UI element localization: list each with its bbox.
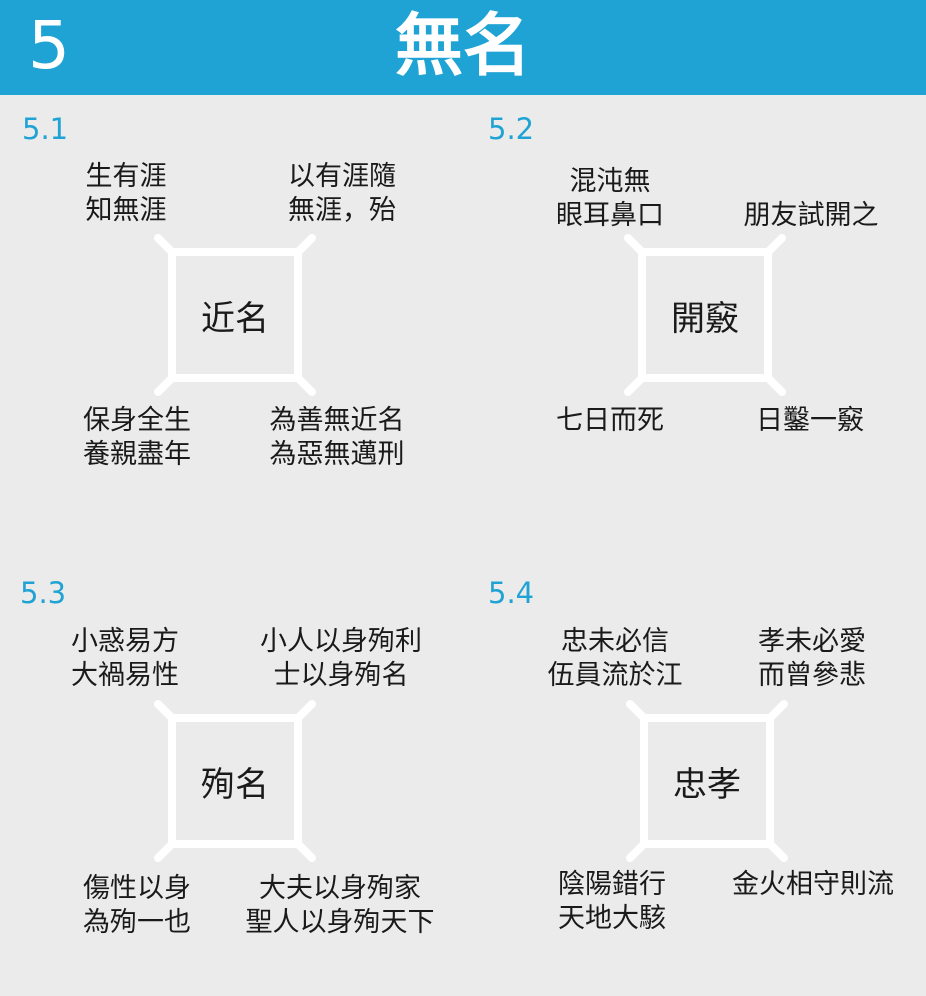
label-bottom-right: 日鑿一竅	[756, 405, 864, 436]
concept-frame: 忠孝	[624, 698, 790, 864]
label-top-left: 混沌無眼耳鼻口	[556, 166, 664, 231]
concept-frame: 殉名	[152, 698, 318, 864]
label-top-right: 孝未必愛而曾參悲	[758, 626, 866, 691]
label-bottom-left: 七日而死	[556, 405, 664, 436]
concept-center: 近名	[201, 298, 269, 339]
label-bottom-left: 陰陽錯行天地大駭	[558, 869, 666, 934]
label-top-right: 小人以身殉利士以身殉名	[260, 626, 422, 691]
label-top-left: 忠未必信伍員流於江	[547, 626, 683, 691]
label-top-left: 小惑易方大禍易性	[71, 626, 179, 691]
label-bottom-left: 保身全生養親盡年	[83, 405, 191, 470]
label-top-right: 朋友試開之	[743, 200, 879, 231]
concept-center: 殉名	[201, 764, 269, 805]
label-top-right: 以有涯隨無涯，殆	[288, 161, 396, 226]
label-bottom-right: 金火相守則流	[732, 869, 894, 900]
header-bar: 5 無名	[0, 0, 926, 95]
concept-center: 開竅	[671, 298, 739, 339]
section-number: 5.2	[488, 112, 535, 146]
label-top-left: 生有涯知無涯	[85, 161, 167, 226]
label-bottom-left: 傷性以身為殉一也	[83, 873, 191, 938]
chapter-number: 5	[28, 7, 70, 84]
chapter-title: 無名	[394, 7, 531, 86]
section-number: 5.1	[22, 112, 69, 146]
label-bottom-right: 大夫以身殉家聖人以身殉天下	[245, 873, 435, 938]
section-number: 5.3	[20, 576, 67, 610]
concept-frame: 開竅	[622, 232, 788, 398]
section-number: 5.4	[488, 576, 535, 610]
concept-frame: 近名	[152, 232, 318, 398]
label-bottom-right: 為善無近名為惡無邁刑	[269, 405, 405, 470]
concept-center: 忠孝	[673, 764, 741, 805]
